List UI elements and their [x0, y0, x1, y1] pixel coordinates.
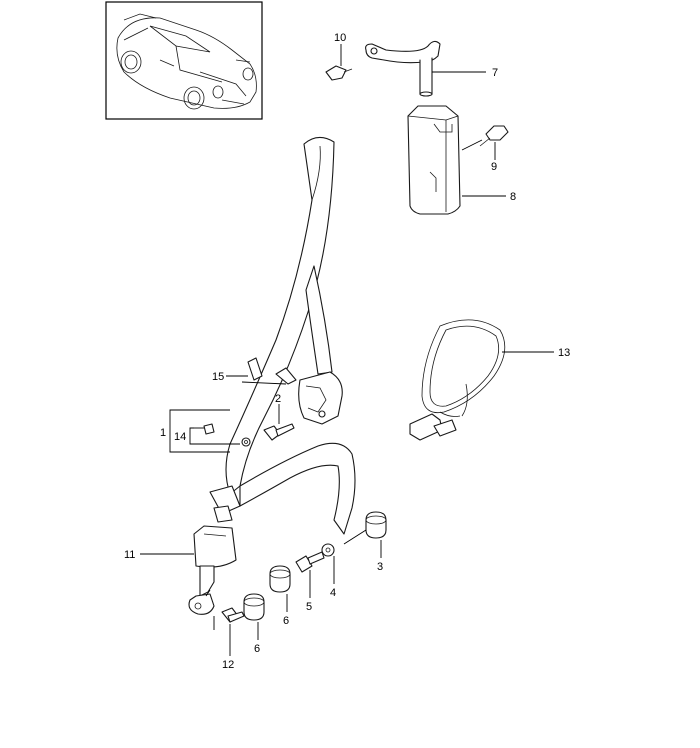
bolt-5	[295, 551, 325, 573]
callout-12: 12	[222, 659, 234, 671]
callout-3: 3	[377, 561, 383, 573]
callout-10: 10	[334, 32, 346, 44]
callout-1: 1	[160, 427, 166, 439]
spacer-3	[365, 511, 387, 539]
bolt-2	[263, 423, 295, 441]
cable-harness	[409, 319, 506, 441]
pin-parts	[247, 357, 263, 381]
callout-4: 4	[330, 587, 336, 599]
callout-13: 13	[558, 347, 570, 359]
callout-9: 9	[491, 161, 497, 173]
vehicle-thumbnail	[105, 1, 263, 120]
seat-belt-webbing	[209, 136, 356, 535]
spacer-6-lower	[243, 593, 265, 621]
washer-4	[321, 543, 335, 557]
callout-6-upper: 6	[283, 615, 289, 627]
anchor-bracket	[325, 40, 441, 97]
callout-6-lower: 6	[254, 643, 260, 655]
leader-lines	[140, 44, 554, 656]
spacer-6-upper	[269, 565, 291, 593]
callout-2: 2	[275, 393, 281, 405]
belt-buckle	[188, 525, 245, 623]
callout-labels: 10 7 9 8 13 15 2 1 14 11 3 4 5 6 6 12	[124, 32, 570, 671]
belt-retractor	[275, 367, 343, 425]
belt-reel-cover	[407, 105, 509, 215]
callout-7: 7	[492, 67, 498, 79]
callout-11: 11	[124, 549, 135, 561]
callout-5: 5	[306, 601, 312, 613]
callout-8: 8	[510, 191, 516, 203]
callout-15: 15	[212, 371, 224, 383]
callout-14: 14	[174, 431, 186, 443]
small-fasteners	[203, 423, 251, 447]
